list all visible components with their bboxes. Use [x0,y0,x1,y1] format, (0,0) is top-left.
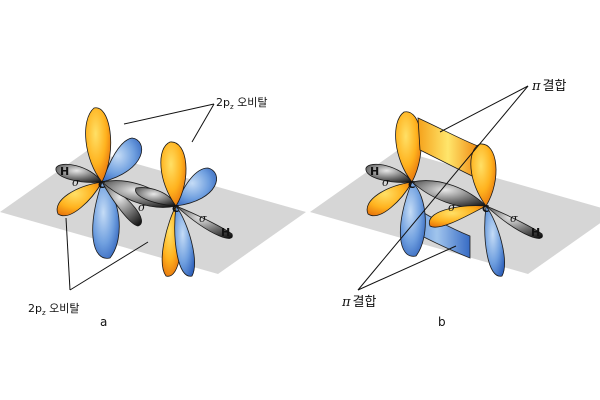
leader-lines-bottom [357,245,457,291]
p-lobe-orange-lower [366,181,413,217]
atom-label-h-left: H [370,165,379,178]
panel-a: H C C H σ σ σ 2pz 오비탈 2pz 오비탈 a [0,96,306,329]
sigma-lobe-h-right [175,205,233,239]
p-lobe-blue-lower [174,204,195,277]
molecular-plane [0,150,306,274]
leader-lines-bottom [65,217,149,291]
leader-lines-top [123,103,215,143]
sigma-label-3: σ [199,212,207,225]
p-lobe-orange-lower [56,181,103,217]
sigma-label-1: σ [72,176,80,189]
carbon-left-orbitals [55,107,142,259]
label-2pz-orbital-top: 2pz 오비탈 [216,96,268,111]
sigma-label-2: σ [448,201,456,214]
p-lobe-orange-lower-left [428,205,488,228]
sigma-lobe-h-left [55,164,103,183]
p-lobe-orange-upper [85,107,112,183]
p-lobe-blue-upper [101,137,142,183]
sigma-lobe-h-right [485,205,543,239]
sigma-label-3: σ [510,212,518,225]
atom-label-c-right: C [482,204,489,215]
sigma-label-2: σ [138,201,146,214]
panel-b-caption: b [438,315,446,329]
p-lobe-orange-upper [395,111,422,183]
sigma-label-1: σ [382,176,390,189]
carbon-right-orbitals [135,141,233,277]
p-lobe-blue-lower [484,204,505,277]
sigma-lobe-upper [135,187,177,207]
atom-label-h-left: H [60,165,69,178]
atom-label-c-left: C [98,180,105,191]
label-2pz-orbital-bottom: 2pz 오비탈 [28,302,80,317]
p-lobe-blue-lower [399,181,426,257]
atom-label-c-right: C [172,204,179,215]
leader-lines-top [357,85,529,291]
sigma-lobe-h-left [365,164,413,183]
panel-a-caption: a [100,315,107,329]
carbon-left-orbitals [365,111,426,257]
carbon-right-orbitals [428,143,543,277]
atom-label-c-left: C [408,180,415,191]
atom-label-h-right: H [531,226,540,239]
p-lobe-blue-upper [175,167,217,207]
atom-label-h-right: H [221,226,230,239]
p-lobe-orange-upper [160,141,187,207]
